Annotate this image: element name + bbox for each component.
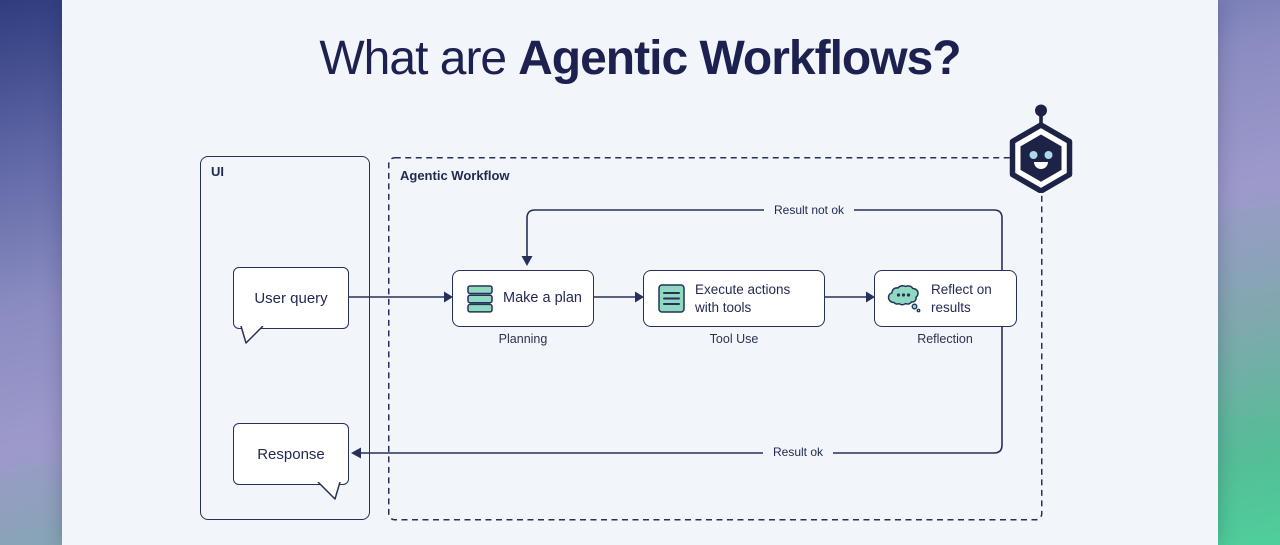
speech-tail-icon xyxy=(317,482,341,500)
connector-feedback-loop xyxy=(354,209,1003,454)
response-label: Response xyxy=(257,445,325,463)
step-label: Make a plan xyxy=(503,290,582,307)
planning-sublabel: Planning xyxy=(498,332,548,346)
step-reflect-on-results: Reflect on results xyxy=(874,270,1017,327)
agentic-workflow-dashed-border xyxy=(388,157,1043,521)
speech-tail-icon xyxy=(240,326,264,344)
title-emphasis: Agentic Workflows? xyxy=(518,32,961,85)
arrowhead-to-response xyxy=(351,447,361,459)
response-bubble: Response xyxy=(233,423,349,500)
user-query-bubble: User query xyxy=(233,267,349,344)
result-ok-label: Result ok xyxy=(762,445,834,459)
title-prefix: What are xyxy=(319,32,507,85)
arrowhead-plan xyxy=(444,291,453,303)
ui-panel-label: UI xyxy=(211,164,224,179)
ui-panel: UI xyxy=(200,156,370,520)
step-label: Execute actions with tools xyxy=(695,281,791,315)
result-not-ok-label: Result not ok xyxy=(763,203,855,217)
reflection-sublabel: Reflection xyxy=(917,332,973,346)
thought-bubble-icon xyxy=(887,285,921,313)
step-label: Reflect on results xyxy=(931,281,992,315)
stack-icon xyxy=(467,284,493,313)
step-execute-actions: Execute actions with tools xyxy=(643,270,825,327)
agentic-workflow-label: Agentic Workflow xyxy=(400,168,510,183)
user-query-label: User query xyxy=(254,289,328,307)
robot-hexagon-icon xyxy=(1009,104,1073,193)
tool-use-sublabel: Tool Use xyxy=(709,332,759,346)
document-lines-icon xyxy=(658,284,685,313)
arrowhead-reflect xyxy=(866,291,875,303)
arrowhead-loop-to-plan xyxy=(521,256,533,266)
step-make-a-plan: Make a plan xyxy=(452,270,594,327)
arrowhead-execute xyxy=(635,291,644,303)
